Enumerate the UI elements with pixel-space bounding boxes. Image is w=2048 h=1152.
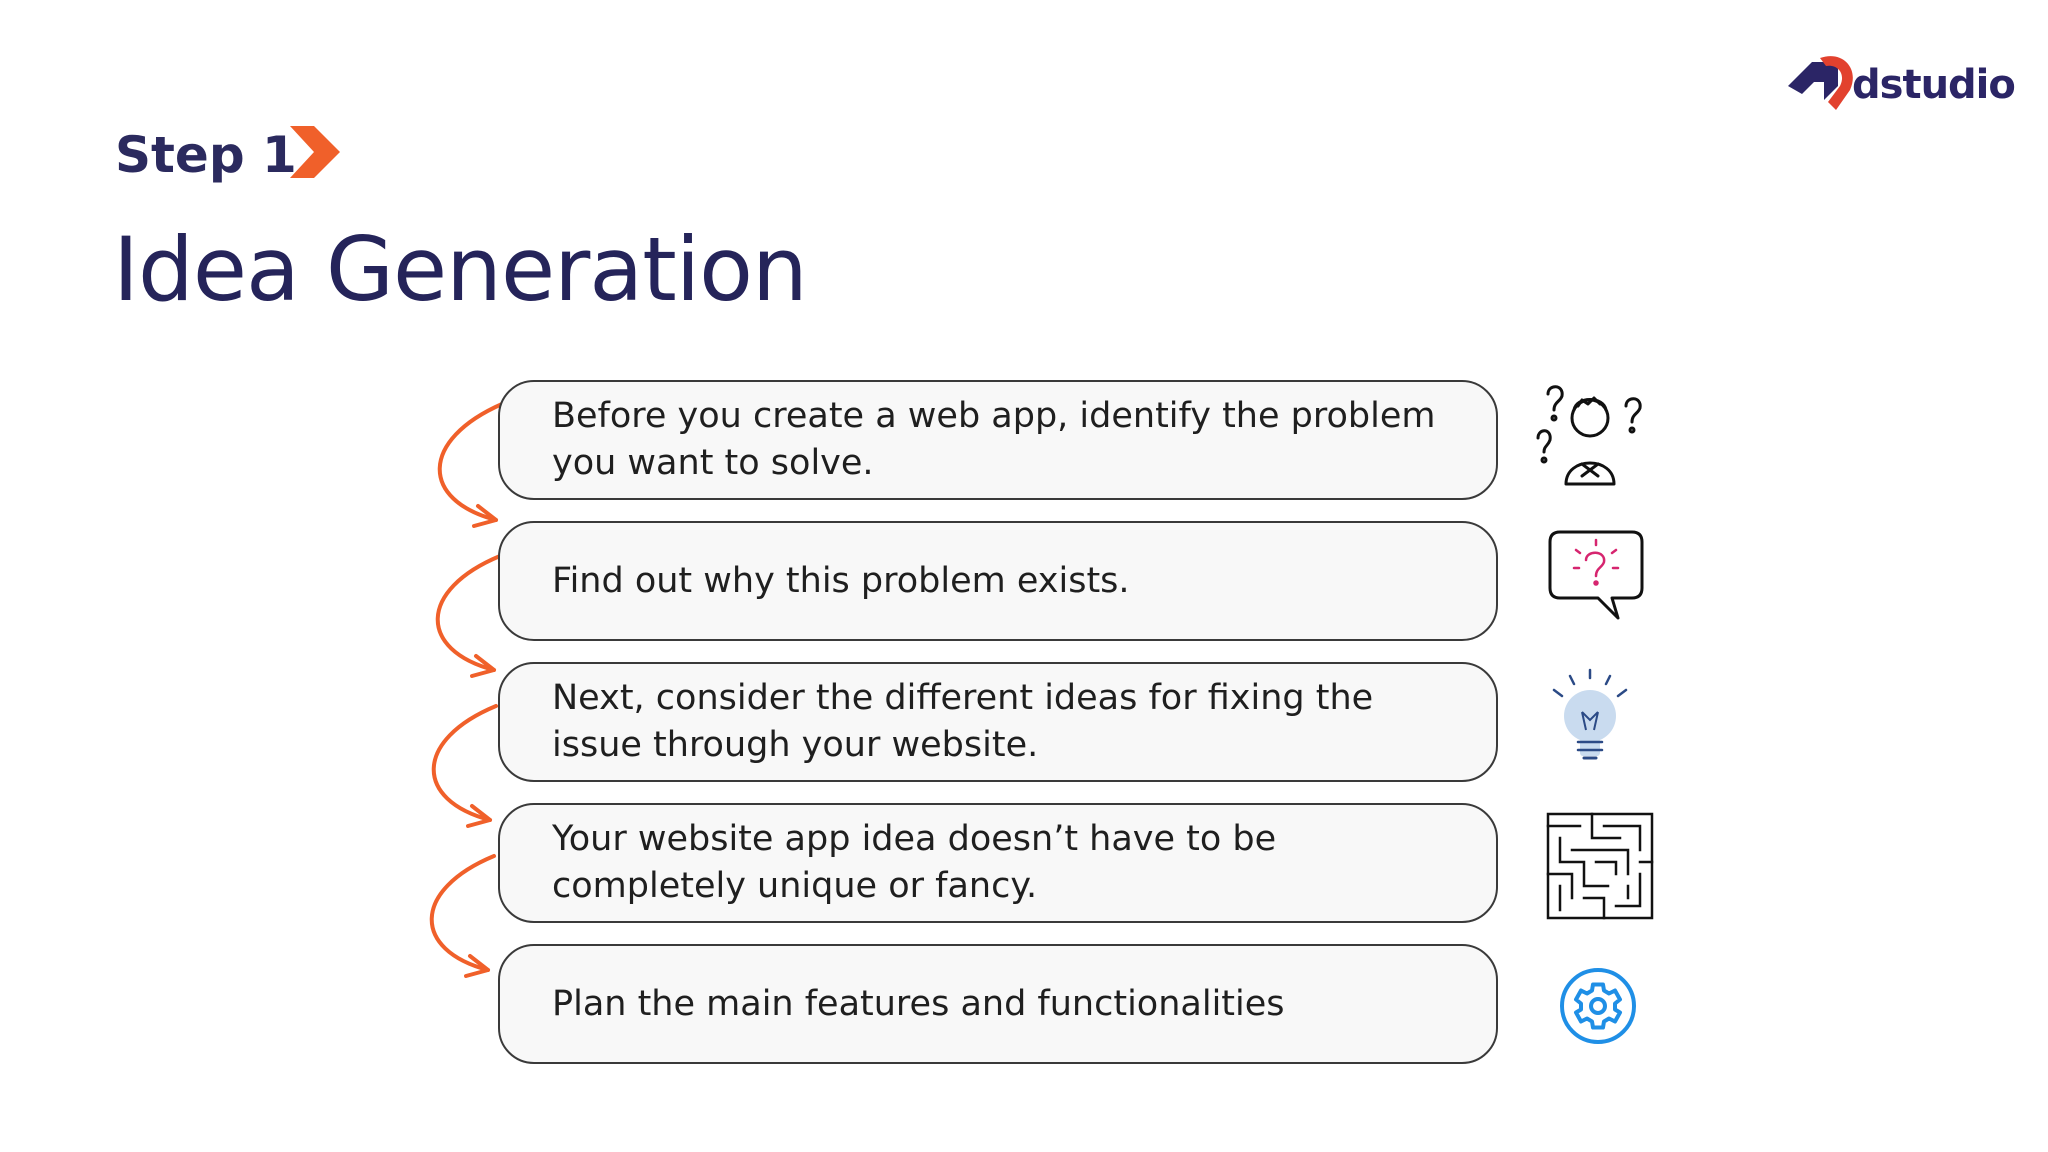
brand-name: dstudio: [1852, 62, 2016, 108]
step-item-5: Plan the main features and functionaliti…: [498, 944, 1498, 1064]
chevron-right-icon: [290, 126, 340, 178]
confused-person-icon: [1536, 385, 1642, 486]
step-label: Step 1: [115, 126, 297, 184]
step-item-1: Before you create a web app, identify th…: [498, 380, 1498, 500]
gear-icon: [1560, 968, 1636, 1044]
maze-icon: [1546, 812, 1654, 920]
step-text-1: Before you create a web app, identify th…: [552, 396, 1436, 483]
step-item-4: Your website app idea doesn’t have to be…: [498, 803, 1498, 923]
step-text-4: Your website app idea doesn’t have to be…: [552, 819, 1277, 906]
step-text-3: Next, consider the different ideas for f…: [552, 678, 1374, 765]
step-item-2: Find out why this problem exists.: [498, 521, 1498, 641]
brand-trademark: ™: [2004, 78, 2013, 88]
step-text-5: Plan the main features and functionaliti…: [552, 983, 1285, 1024]
step-item-3: Next, consider the different ideas for f…: [498, 662, 1498, 782]
question-bubble-icon: [1548, 530, 1644, 620]
step-text-2: Find out why this problem exists.: [552, 560, 1130, 601]
lightbulb-icon: [1552, 668, 1628, 760]
page-title: Idea Generation: [113, 218, 808, 321]
dstudio-logo-mark: [1788, 56, 1853, 110]
